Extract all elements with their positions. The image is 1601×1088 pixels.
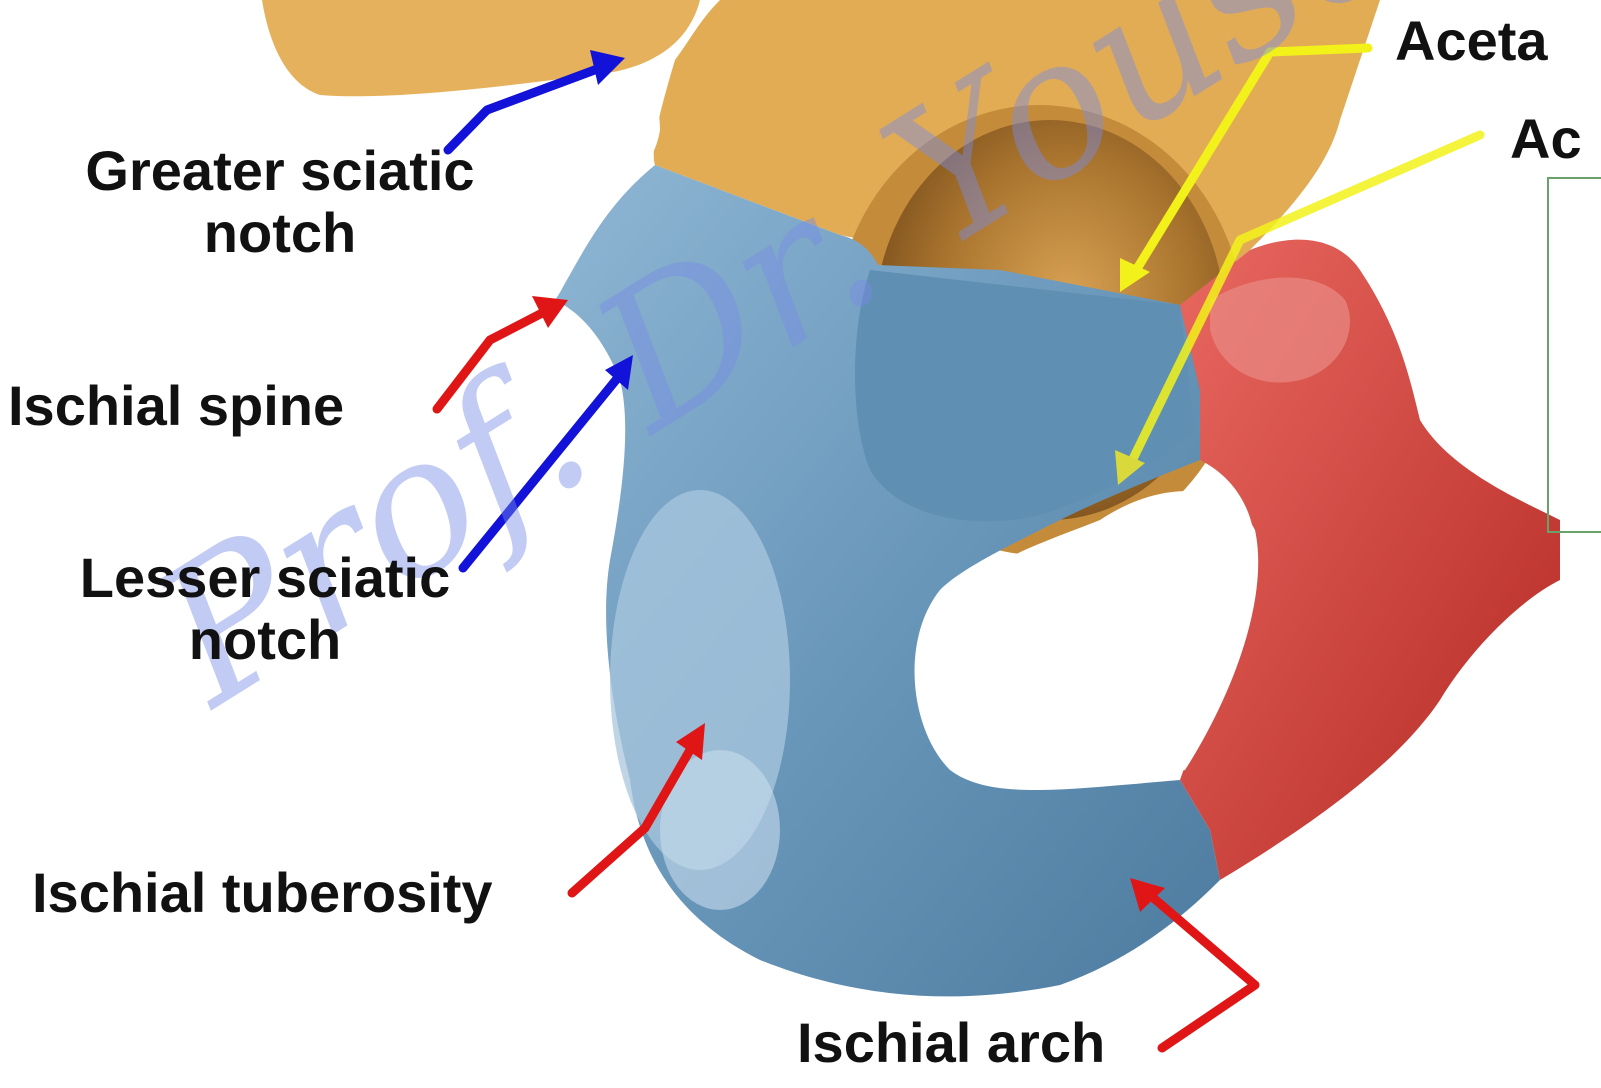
- cropped-legend-box: [1548, 178, 1601, 532]
- label-ischial-arch: Ischial arch: [797, 1012, 1105, 1074]
- label-ischial-spine: Ischial spine: [8, 375, 344, 437]
- label-ischial-tuberosity: Ischial tuberosity: [32, 862, 493, 924]
- arrow-lesser-sciatic-notch: [463, 375, 620, 568]
- arrow-ischial-spine: [437, 310, 548, 409]
- label-greater-sciatic-notch: Greater sciatic notch: [55, 140, 505, 263]
- label-acetabulum-1: Aceta: [1395, 10, 1548, 72]
- label-acetabulum-2: Ac: [1510, 108, 1582, 170]
- label-lesser-sciatic-notch: Lesser sciatic notch: [50, 547, 480, 670]
